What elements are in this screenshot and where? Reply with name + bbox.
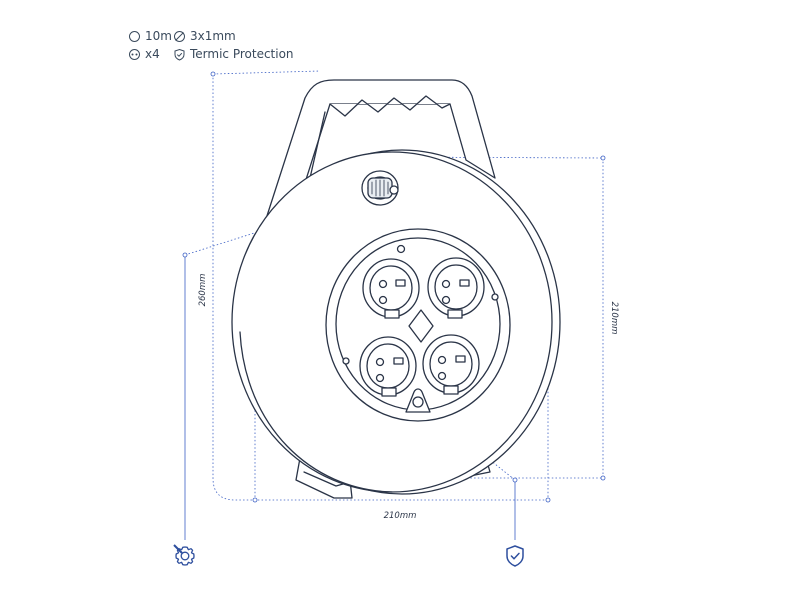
- spec-cable: 3x1mm: [173, 29, 236, 43]
- dimension-markers: [182, 71, 606, 503]
- panel-screw-left: [342, 357, 350, 365]
- socket-bottom-left: [359, 336, 417, 397]
- depth-label: 210mm: [609, 302, 619, 335]
- panel-screw-right: [491, 293, 499, 301]
- thermal-protection-button: [405, 388, 431, 413]
- reel-edge-shadow: [239, 331, 393, 493]
- spec-protection: Termic Protection: [173, 47, 294, 61]
- spec-length-value: 10m: [145, 29, 172, 43]
- top-reference-line: [212, 70, 321, 75]
- spec-protection-value: Termic Protection: [190, 47, 294, 61]
- spec-length: 10m: [128, 29, 172, 43]
- spec-outlets-value: x4: [145, 47, 160, 61]
- diameter-icon: [174, 30, 185, 42]
- height-label: 260mm: [198, 274, 208, 307]
- height-dimension-line: [212, 74, 547, 501]
- gear-wrench-icon: [173, 544, 195, 566]
- width-label: 210mm: [384, 511, 417, 521]
- socket-top-left: [362, 258, 420, 319]
- center-diamond: [408, 309, 434, 343]
- socket-top-right: [427, 257, 485, 319]
- circle-icon: [129, 30, 140, 42]
- shield-check-small-icon: [174, 48, 185, 61]
- panel-screw-top: [396, 244, 406, 254]
- spec-cable-value: 3x1mm: [190, 29, 236, 43]
- cable-gland: [361, 170, 399, 206]
- shield-check-icon: [506, 545, 524, 567]
- socket-bottom-right: [422, 334, 480, 395]
- spec-outlets: x4: [128, 47, 160, 61]
- socket-icon: [129, 48, 140, 60]
